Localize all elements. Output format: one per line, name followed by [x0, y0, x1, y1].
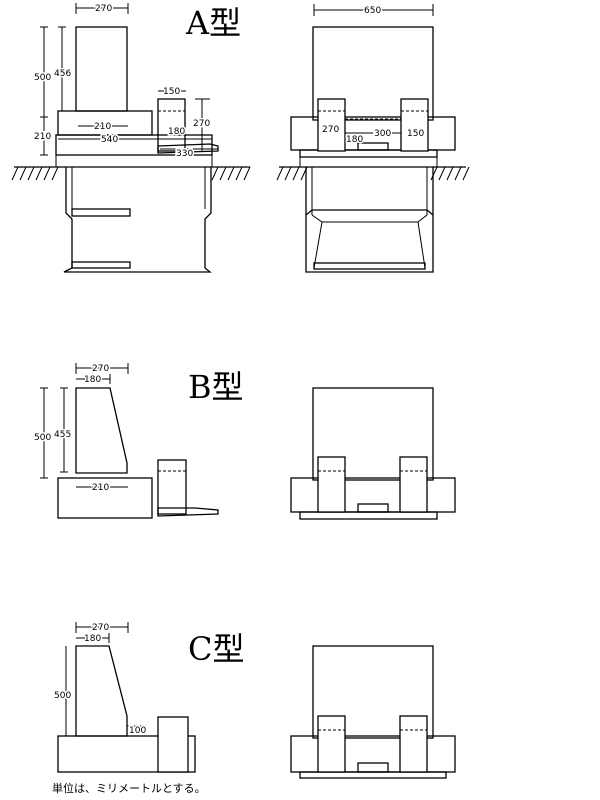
- dim-b-180: 180: [84, 375, 101, 385]
- dim-a-270: 270: [95, 4, 112, 14]
- dim-b-270: 270: [92, 364, 109, 374]
- dim-b-455: 455: [54, 430, 71, 440]
- units-note: 単位は、ミリメートルとする。: [52, 781, 206, 795]
- dim-a-f180: 180: [346, 135, 363, 145]
- type-c-side-view: 270 180 500 100: [53, 622, 196, 773]
- dim-a-f270: 270: [322, 125, 339, 135]
- dim-a-540: 540: [101, 135, 118, 145]
- dim-a-210w: 210: [94, 122, 111, 132]
- type-a-side-view: 270 500 456 210 210 540 150 270 180 33: [11, 3, 251, 273]
- dim-a-150: 150: [163, 87, 180, 97]
- dim-a-270v: 270: [193, 119, 210, 129]
- dim-a-330: 330: [176, 149, 193, 159]
- dim-c-500: 500: [54, 691, 71, 701]
- title-type-a: A型: [185, 4, 241, 42]
- title-type-c: C型: [188, 630, 245, 668]
- dim-b-210: 210: [92, 483, 109, 493]
- dim-b-500: 500: [34, 433, 51, 443]
- type-c-front-view: [290, 645, 456, 779]
- dim-a-180: 180: [168, 127, 185, 137]
- dim-c-270: 270: [92, 623, 109, 633]
- dim-a-650: 650: [364, 6, 381, 16]
- type-b-front-view: [290, 387, 456, 520]
- dim-a-210: 210: [34, 132, 51, 142]
- dim-c-180: 180: [84, 634, 101, 644]
- dim-c-100: 100: [129, 726, 146, 736]
- dim-a-f300: 300: [374, 129, 391, 139]
- type-b-side-view: 270 180 500 455 210: [33, 363, 219, 519]
- dim-a-456: 456: [54, 69, 71, 79]
- dim-a-500: 500: [34, 73, 51, 83]
- title-type-b: B型: [188, 368, 244, 406]
- dim-a-f150: 150: [407, 129, 424, 139]
- type-a-front-view: 650 270 180 300 150: [276, 4, 470, 273]
